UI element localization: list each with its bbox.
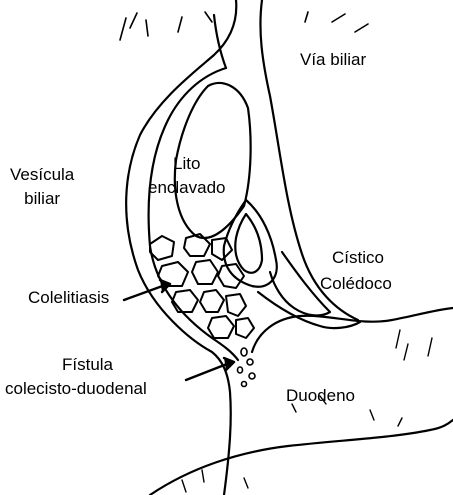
gallstone xyxy=(212,238,232,260)
cystic-duct-inner xyxy=(235,214,262,273)
label-fistula-line1: Fístula xyxy=(5,355,147,375)
label-vesicula-biliar: Vesícula biliar xyxy=(10,165,74,210)
label-vesicula-line1: Vesícula xyxy=(10,165,74,185)
duodenum-upper-wall xyxy=(252,308,453,352)
label-lito-line1: Lito xyxy=(148,154,226,174)
duodenum-lower-wall xyxy=(150,420,453,495)
colelitiasis-arrowhead xyxy=(160,280,170,292)
gallstone xyxy=(150,236,174,260)
gallstone xyxy=(200,290,224,312)
label-fistula-line2: colecisto-duodenal xyxy=(5,379,147,399)
label-cistico: Cístico xyxy=(332,248,384,268)
label-coledoco: Colédoco xyxy=(320,274,392,294)
label-vesicula-line2: biliar xyxy=(10,189,74,209)
label-lito-enclavado: Lito enclavado xyxy=(148,154,226,199)
label-colelitiasis: Colelitiasis xyxy=(28,288,109,308)
top-sketch-lines xyxy=(120,12,368,40)
fistula-channel xyxy=(238,348,256,387)
gallstone xyxy=(218,264,244,288)
gallstone xyxy=(192,260,218,284)
common-bile-duct-lower xyxy=(258,292,360,328)
gallstone xyxy=(172,290,198,312)
gallstone xyxy=(226,294,246,316)
label-via-biliar: Vía biliar xyxy=(300,50,366,70)
gallstone xyxy=(236,318,254,338)
fistula-arrowhead xyxy=(224,358,234,370)
label-fistula: Fístula colecisto-duodenal xyxy=(5,355,147,400)
bile-duct-wall-right xyxy=(260,0,358,320)
bile-duct-wall-left xyxy=(214,15,226,68)
gallbladder-outer-wall xyxy=(126,0,236,495)
gallstone xyxy=(208,316,234,338)
label-lito-line2: enclavado xyxy=(148,178,226,198)
tissue-texture xyxy=(182,330,432,492)
label-duodeno: Duodeno xyxy=(286,386,355,406)
